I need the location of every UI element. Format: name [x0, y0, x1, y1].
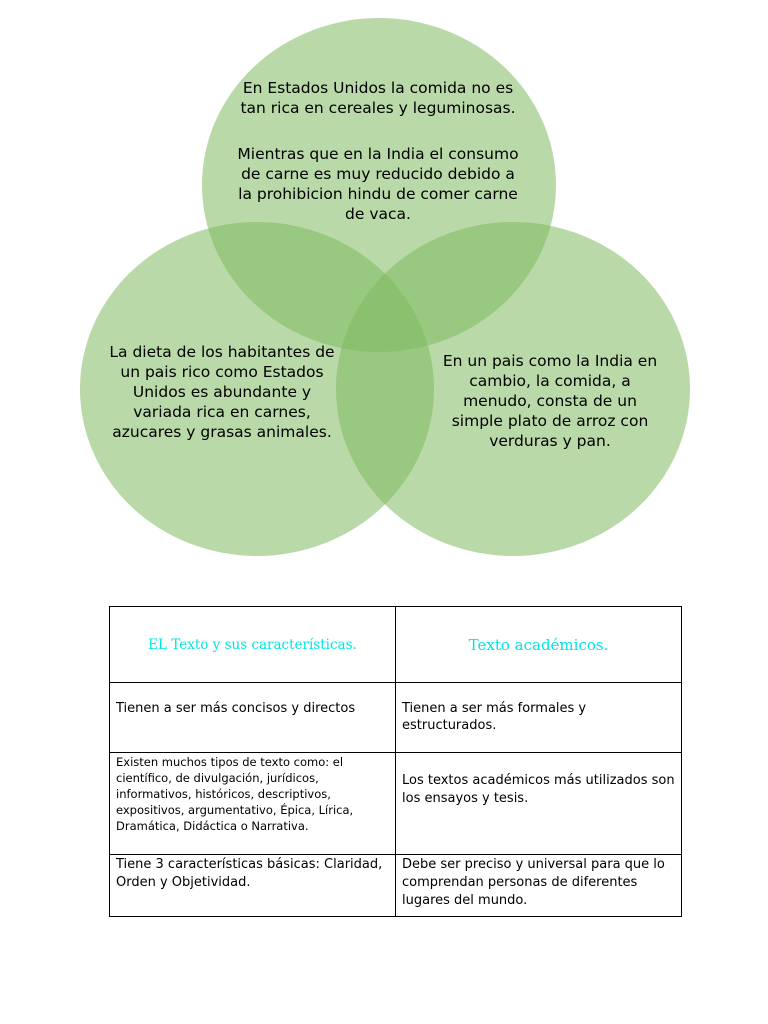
table-row: Existen muchos tipos de texto como: el c… — [109, 752, 682, 855]
venn-left-text-content: La dieta de los habitantes de un pais ri… — [109, 343, 335, 441]
venn-top-text-usa: En Estados Unidos la comida no es tan ri… — [236, 78, 520, 118]
table-header-cell: EL Texto y sus características. — [109, 606, 396, 683]
comparison-table: EL Texto y sus características. Texto ac… — [109, 606, 682, 917]
venn-top-text-usa-content: En Estados Unidos la comida no es tan ri… — [240, 79, 516, 117]
table-row: Tiene 3 características básicas: Clarida… — [109, 854, 682, 917]
venn-right-text-content: En un pais como la India en cambio, la c… — [442, 352, 658, 450]
venn-top-text-india-content: Mientras que en la India el consumo de c… — [237, 145, 519, 223]
table-cell: Los textos académicos más utilizados son… — [395, 752, 682, 855]
table-cell: Existen muchos tipos de texto como: el c… — [109, 752, 396, 855]
venn-right-text: En un pais como la India en cambio, la c… — [440, 351, 660, 451]
venn-left-text: La dieta de los habitantes de un pais ri… — [102, 342, 342, 442]
table-cell: Tienen a ser más formales y estructurado… — [395, 682, 682, 753]
table-cell: Tiene 3 características básicas: Clarida… — [109, 854, 396, 917]
venn-circle-right — [336, 222, 690, 556]
table-header-row: EL Texto y sus características. Texto ac… — [109, 606, 682, 683]
venn-top-text-india: Mientras que en la India el consumo de c… — [236, 144, 520, 224]
table-cell: Debe ser preciso y universal para que lo… — [395, 854, 682, 917]
table-header-cell: Texto académicos. — [395, 606, 682, 683]
table-row: Tienen a ser más concisos y directos Tie… — [109, 682, 682, 753]
venn-diagram — [80, 18, 690, 556]
venn-circle-left — [80, 222, 434, 556]
table-cell: Tienen a ser más concisos y directos — [109, 682, 396, 753]
